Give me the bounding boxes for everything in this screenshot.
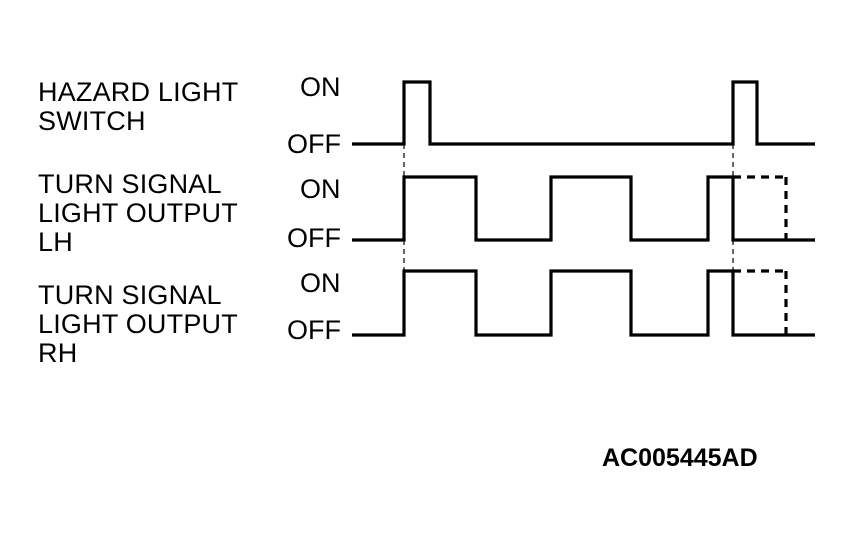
signal-label-line: LIGHT OUTPUT (38, 198, 238, 228)
signal-label-hazard-switch: HAZARD LIGHT SWITCH (38, 78, 238, 136)
on-level-label: ON (300, 268, 341, 298)
signal-label-line: RH (38, 338, 78, 368)
off-level-label: OFF (287, 223, 341, 253)
on-level-label: ON (300, 174, 341, 204)
signal-label-line: HAZARD LIGHT (38, 77, 239, 107)
signal-label-line: LIGHT OUTPUT (38, 309, 238, 339)
waveform-hazard-switch (352, 80, 815, 146)
signal-label-line: TURN SIGNAL (38, 169, 222, 199)
signal-label-line: SWITCH (38, 106, 146, 136)
off-level-label: OFF (287, 129, 341, 159)
waveform-turn-rh (352, 269, 815, 337)
signal-label-turn-lh: TURN SIGNAL LIGHT OUTPUT LH (38, 170, 238, 257)
off-level-label: OFF (287, 315, 341, 345)
signal-label-line: TURN SIGNAL (38, 280, 222, 310)
signal-label-line: LH (38, 227, 73, 257)
waveform-turn-lh (352, 175, 815, 242)
figure-code: AC005445AD (602, 444, 758, 472)
on-level-label: ON (300, 72, 341, 102)
signal-label-turn-rh: TURN SIGNAL LIGHT OUTPUT RH (38, 281, 238, 368)
